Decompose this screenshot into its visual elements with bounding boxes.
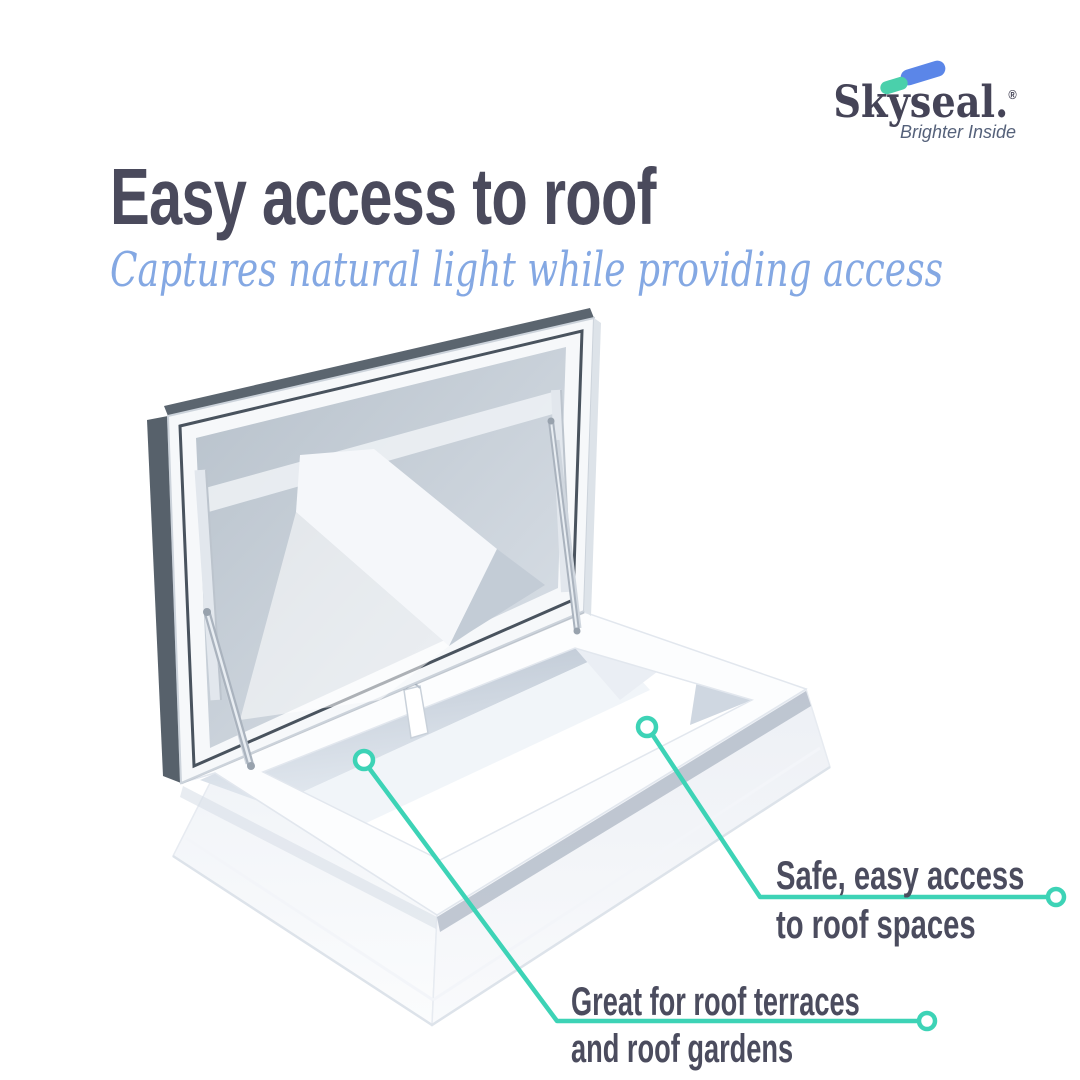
- callout-safe-access-line-2: to roof spaces: [776, 903, 976, 947]
- glass-reflection-band: [198, 390, 560, 515]
- curb-upstand: [172, 611, 831, 1027]
- glass-reflection-soft: [240, 512, 449, 720]
- curb-skirt-bottom-edge: [172, 765, 831, 1027]
- callout-end-dot-roof-terraces: [916, 1010, 938, 1032]
- right-strut-foot: [573, 627, 581, 635]
- curb-skirt-crease: [185, 746, 821, 1002]
- page-subtitle: Captures natural light while providing a…: [110, 242, 944, 298]
- left-strut-foot: [247, 762, 255, 770]
- latch-keep: [403, 685, 429, 739]
- left-gas-strut-highlight: [205, 611, 253, 767]
- inner-wall-fade: [272, 650, 650, 840]
- lid-edge-top: [164, 308, 594, 416]
- brand-name: Skyseal.®: [834, 81, 1017, 125]
- callout-roof-terraces-line-1: Great for roof terraces: [571, 980, 860, 1024]
- callout-safe-access: Safe, easy access to roof spaces: [776, 852, 1024, 950]
- callout-connector-line-safe-access: [649, 731, 1050, 900]
- glass-reflection-shadow: [449, 549, 545, 646]
- left-strut-mount: [203, 608, 211, 616]
- callout-connector-line-roof-terraces: [366, 765, 921, 1024]
- right-strut-mount: [547, 417, 555, 425]
- callout-anchor-dot-safe-access: [635, 715, 659, 739]
- brand-logo: Skyseal.® Brighter Inside: [820, 55, 1020, 155]
- callout-roof-terraces-line-2: and roof gardens: [571, 1027, 794, 1071]
- page-title: Easy access to roof: [110, 152, 656, 241]
- callout-anchor-dot-roof-terraces: [352, 748, 376, 772]
- lid-edge-right: [584, 318, 601, 616]
- brand-tagline: Brighter Inside: [899, 122, 1016, 142]
- strut-channel-left: [194, 469, 222, 701]
- right-gas-strut-highlight: [550, 420, 578, 632]
- logo-blue-panel: [900, 60, 946, 86]
- right-strut-arm: [556, 439, 582, 629]
- rim-shadow-stripe-left: [180, 786, 437, 929]
- brand-name-text: Skyseal.: [833, 77, 1009, 128]
- skyseal-roof-icon: [880, 60, 946, 95]
- glass-reflection-curb: [296, 449, 497, 646]
- lid-edge-left: [147, 416, 181, 783]
- callout-end-dot-safe-access: [1045, 886, 1067, 908]
- hatch-lid: [147, 308, 601, 785]
- registered-trademark: ®: [1008, 87, 1017, 102]
- gas-struts: [203, 417, 582, 770]
- logo-teal-panel: [880, 76, 908, 95]
- callout-roof-terraces: Great for roof terraces and roof gardens: [571, 979, 860, 1073]
- callout-safe-access-line-1: Safe, easy access: [776, 854, 1025, 898]
- rim-shadow-stripe-right: [437, 691, 811, 932]
- callout-connectors: [352, 715, 1067, 1032]
